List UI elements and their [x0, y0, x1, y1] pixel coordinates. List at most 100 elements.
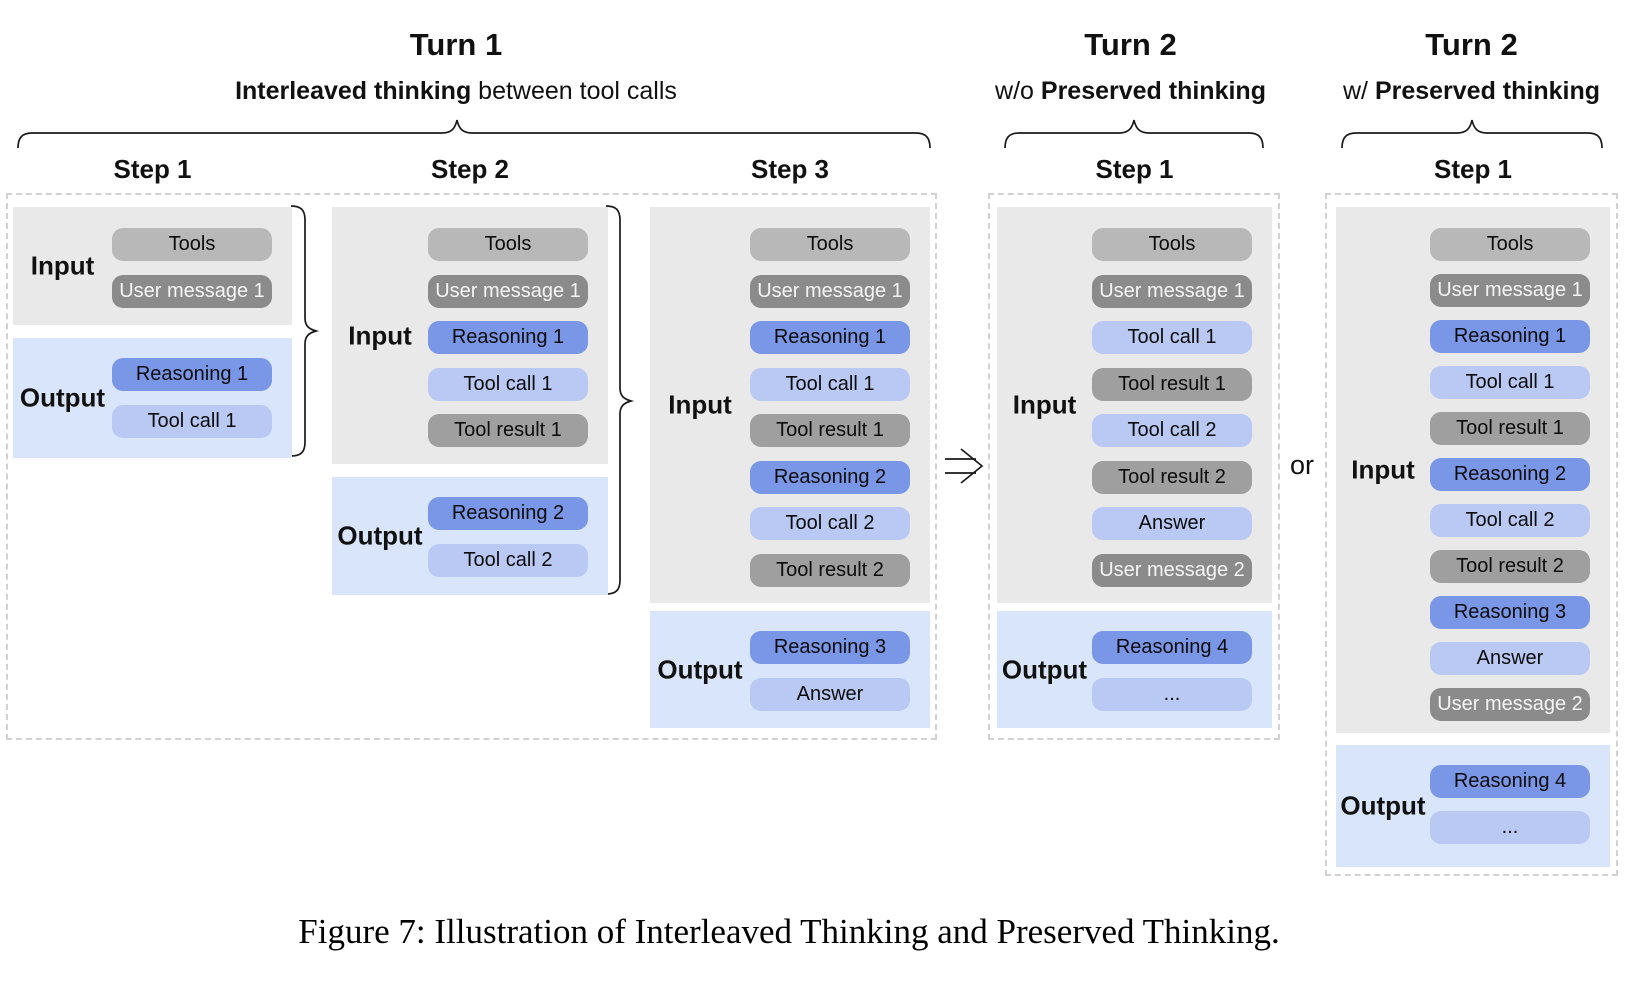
subtitle-bold-part: Preserved thinking: [1374, 77, 1601, 105]
pill-reasoning: Reasoning 3: [1430, 596, 1590, 629]
pill-reasoning: Reasoning 1: [1430, 320, 1590, 353]
step-label: Step 1: [1433, 154, 1513, 184]
group-title: Turn 1: [409, 27, 503, 62]
step-label: Step 3: [750, 154, 830, 184]
pill-user: User message 1: [112, 274, 272, 308]
output-pills: Reasoning 1 Tool call 1: [112, 358, 272, 438]
or-label: or: [1289, 450, 1314, 480]
output-label: Output: [1340, 790, 1426, 821]
output-label: Output: [1001, 654, 1088, 684]
group-subtitle: w/ Preserved thinking: [1330, 77, 1613, 105]
pill-call: Answer: [1092, 507, 1252, 540]
step-label: Step 2: [430, 154, 510, 184]
pill-call: Answer: [1430, 642, 1590, 675]
group-subtitle: w/o Preserved thinking: [988, 77, 1273, 105]
pill-result: Tool result 1: [1092, 367, 1252, 401]
pill-reasoning: Reasoning 4: [1092, 631, 1252, 664]
pill-tools: Tools: [1092, 228, 1252, 261]
output-pills: Reasoning 3 Answer: [750, 631, 910, 711]
output-label: Output: [19, 382, 106, 413]
pill-reasoning: Reasoning 1: [428, 321, 588, 354]
pill-call: Tool call 1: [1092, 321, 1252, 354]
pill-result: Tool result 1: [428, 414, 588, 447]
turn2-with-brace-icon: [1341, 119, 1603, 149]
group-subtitle: Interleaved thinking between tool calls: [0, 77, 912, 105]
pill-result: Tool result 2: [750, 553, 910, 587]
pill-user: User message 1: [1092, 274, 1252, 308]
pill-call: Tool call 2: [1430, 504, 1590, 537]
step1-output-box: Output Reasoning 1 Tool call 1: [13, 338, 292, 458]
pill-tools: Tools: [428, 228, 588, 261]
pill-call: ...: [1092, 677, 1252, 711]
output-pills: Reasoning 4...: [1430, 765, 1590, 844]
pill-tools: Tools: [1430, 228, 1590, 261]
input-label: Input: [668, 389, 732, 420]
turn2-with-header: Turn 2 w/ Preserved thinking: [1330, 27, 1613, 106]
input-label: Input: [1351, 454, 1415, 485]
pill-reasoning: Reasoning 1: [112, 358, 272, 391]
pill-call: Tool call 2: [750, 507, 910, 540]
pill-tools: Tools: [750, 228, 910, 261]
output-label: Output: [657, 654, 743, 684]
pill-user: User message 1: [1430, 274, 1590, 307]
pill-result: Tool result 2: [1430, 550, 1590, 583]
turn1-brace-icon: [17, 119, 931, 149]
pill-reasoning: Reasoning 3: [750, 631, 910, 664]
figure-caption: Figure 7: Illustration of Interleaved Th…: [298, 912, 1280, 951]
output-pills: Reasoning 2 Tool call 2: [428, 497, 588, 577]
pill-result: Tool result 2: [1092, 460, 1252, 494]
pill-reasoning: Reasoning 2: [1430, 458, 1590, 491]
group-title: Turn 2: [1084, 27, 1177, 62]
group-title: Turn 2: [1425, 27, 1518, 62]
input-label: Input: [1012, 389, 1077, 420]
step-label: Step 1: [113, 154, 192, 184]
turn2-with-output-box: Output Reasoning 4...: [1336, 745, 1610, 867]
turn2-without-output-box: Output Reasoning 4...: [997, 611, 1272, 728]
pill-call: Tool call 1: [1430, 366, 1590, 399]
pill-call: ...: [1430, 811, 1590, 844]
subtitle-bold-part: Preserved thinking: [1040, 77, 1266, 105]
pill-call: Tool call 2: [428, 543, 588, 577]
double-arrow-icon: [945, 448, 984, 484]
pill-reasoning: Reasoning 2: [428, 497, 588, 530]
turn2-without-header: Turn 2 w/o Preserved thinking: [988, 27, 1273, 106]
step3-output-box: Output Reasoning 3 Answer: [650, 611, 930, 728]
pill-reasoning: Reasoning 4: [1430, 765, 1590, 798]
output-pills: Reasoning 4...: [1092, 631, 1252, 711]
pill-reasoning: Reasoning 2: [750, 460, 910, 494]
turn1-header: Turn 1 Interleaved thinking between tool…: [0, 27, 912, 106]
pill-call: Tool call 1: [112, 404, 272, 438]
step2-output-box: Output Reasoning 2 Tool call 2: [332, 477, 608, 595]
pill-call: Tool call 2: [1092, 414, 1252, 447]
pill-user: User message 1: [750, 274, 910, 308]
output-label: Output: [337, 520, 423, 551]
pill-reasoning: Reasoning 1: [750, 321, 910, 354]
step-label: Step 1: [1095, 154, 1174, 184]
pill-call: Tool call 1: [750, 367, 910, 401]
pill-result: Tool result 1: [750, 414, 910, 447]
pill-user: User message 1: [428, 274, 588, 308]
turn2-without-brace-icon: [1004, 119, 1264, 149]
subtitle-plain-part: w/: [1342, 77, 1375, 105]
input-label: Input: [348, 320, 412, 350]
pill-user: User message 2: [1430, 688, 1590, 721]
pill-call: Answer: [750, 677, 910, 711]
pill-user: User message 2: [1092, 553, 1252, 587]
pill-result: Tool result 1: [1430, 412, 1590, 445]
subtitle-plain-part: w/o: [995, 77, 1041, 105]
subtitle-plain-part: between tool calls: [471, 77, 677, 105]
input-label: Input: [30, 250, 95, 281]
pill-tools: Tools: [112, 228, 272, 261]
pill-call: Tool call 1: [428, 367, 588, 401]
